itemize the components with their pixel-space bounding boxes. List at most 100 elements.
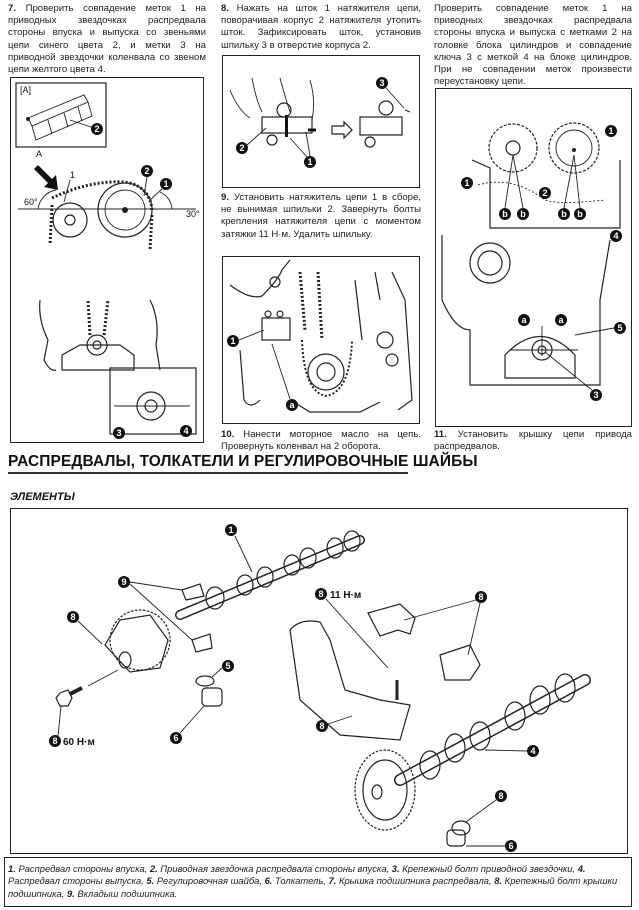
chain-link-detail: [26, 94, 93, 141]
fig7-callout-1: [160, 178, 172, 190]
torque-11-label: 11 Н·м: [330, 590, 361, 601]
bearing-shell-upper: [181, 583, 205, 601]
legend-item: 2. Приводная звездочка распредвала сторо…: [149, 863, 390, 874]
exploded-view-frame: [10, 508, 628, 854]
figure-check-frame: [435, 88, 632, 427]
figure-9-drawing: 1 a: [227, 259, 413, 413]
arrow-a-label: A: [36, 149, 42, 159]
svg-text:4: 4: [613, 231, 618, 241]
exploded-callout-8-caps: [475, 591, 487, 603]
check-callout-3: [590, 389, 602, 401]
svg-text:1: 1: [230, 336, 235, 346]
step-10-body: Нанести моторное масло на цепь. Проверну…: [221, 429, 421, 453]
exhaust-camshaft: [394, 673, 591, 786]
legend-item: 1. Распредвал стороны впуска,: [8, 863, 148, 874]
tensioner-body-locked: [359, 116, 403, 136]
svg-text:1: 1: [464, 178, 469, 188]
figure-8-frame: [222, 55, 420, 188]
legend-item: 6. Толкатель,: [264, 875, 326, 887]
figure-7-drawing: [A] 2 A 1 60° 30° 2 1: [15, 82, 200, 439]
svg-text:2: 2: [542, 188, 547, 198]
hand-outline: [229, 77, 315, 121]
legend-item: 4. Распредвал стороны выпуска,: [8, 863, 586, 887]
tensioner-installed: [261, 317, 291, 341]
figure-8-drawing: 2 1 3: [229, 77, 411, 168]
check-callout-b1: [499, 208, 511, 220]
svg-text:2: 2: [239, 143, 244, 153]
step-11-number: 11.: [434, 429, 447, 440]
step-8-number: 8.: [221, 3, 230, 14]
svg-text:b: b: [502, 209, 508, 219]
exploded-callout-1: [225, 524, 237, 536]
svg-text:b: b: [577, 209, 583, 219]
step-11-body: Установить крышку цепи привода распредва…: [434, 429, 633, 453]
lifter-bottom: [451, 820, 471, 836]
bearing-shell-lower: [191, 633, 213, 653]
svg-text:5: 5: [225, 661, 230, 671]
step-8-text: 8. Нажать на шток 1 натяжителя цепи, пов…: [221, 3, 421, 52]
check-callout-5: [614, 322, 626, 334]
step-check-text: Проверить совпадение меток 1 на приводны…: [434, 3, 632, 88]
check-callout-2: [539, 187, 551, 199]
legend-item: 5. Регулировочная шайба,: [146, 875, 262, 887]
figure-check-drawing: 1 1 2 b b b b 4 a a 5 3: [441, 122, 626, 401]
chain-run: [298, 271, 324, 341]
exhaust-sprocket-gear: [354, 749, 416, 831]
legend-item: 9. Вкладыш подшипника.: [66, 887, 178, 899]
fig8-callout-1: [304, 156, 316, 168]
step-9-number: 9.: [221, 192, 230, 203]
svg-text:5: 5: [617, 323, 622, 333]
section-title: РАСПРЕДВАЛЫ, ТОЛКАТЕЛИ И РЕГУЛИРОВОЧНЫЕ …: [8, 453, 478, 470]
fig7-callout-3: [113, 427, 125, 439]
exploded-callout-6-lifter: [505, 840, 517, 852]
legend-caption: 1. Распредвал стороны впуска, 2. Приводн…: [8, 863, 628, 900]
view-arrow-icon: [34, 165, 58, 190]
legend-frame: [4, 857, 632, 907]
svg-text:9: 9: [121, 577, 126, 587]
exploded-callout-8-housing: [316, 720, 328, 732]
fig7-callout-4: [180, 425, 192, 437]
crank-block: [61, 344, 135, 371]
svg-text:1: 1: [163, 179, 168, 189]
check-callout-b2: [517, 208, 529, 220]
exploded-callout-8-sprocket: [67, 611, 79, 623]
sprocket-bolt: [55, 686, 83, 707]
timing-chain: [51, 180, 154, 211]
step-10-number: 10.: [221, 429, 235, 440]
step-7-text: 7. Проверить совпадение меток 1 на приво…: [8, 3, 206, 76]
oil-pump-housing: [469, 242, 511, 284]
camshaft-housing: [289, 620, 411, 741]
cylinder-head-outline: [471, 159, 621, 229]
step-11-text: 11. Установить крышку цепи привода распр…: [434, 429, 632, 453]
elements-subtitle: ЭЛЕМЕНТЫ: [10, 491, 75, 503]
svg-text:2: 2: [94, 124, 99, 134]
legend-item: 3. Крепежный болт приводной звездочки,: [391, 863, 576, 874]
svg-text:8: 8: [318, 589, 323, 599]
fig8-callout-3: [376, 77, 388, 89]
exhaust-cam-sprocket: [548, 122, 600, 174]
check-callout-b3: [558, 208, 570, 220]
exploded-callout-5: [222, 660, 234, 672]
svg-text:2: 2: [144, 166, 149, 176]
fig9-callout-a: [286, 399, 298, 411]
check-callout-a2: [555, 314, 567, 326]
check-callout-1-left: [461, 177, 473, 189]
exploded-callout-8-lifter: [495, 790, 507, 802]
fig7-callout-2-inset: [91, 123, 103, 135]
arrow-right-icon: [331, 120, 353, 140]
check-callout-4: [610, 230, 622, 242]
step-check-body: Проверить совпадение меток 1 на приводны…: [434, 3, 632, 88]
adjusting-shim: [195, 675, 215, 687]
fig8-callout-2: [236, 142, 248, 154]
svg-text:1: 1: [307, 157, 312, 167]
svg-text:6: 6: [508, 841, 513, 851]
inset-a-box: [15, 82, 107, 148]
svg-text:b: b: [561, 209, 567, 219]
legend-item: 7. Крышка подшипника распредвала,: [328, 875, 492, 887]
section-title-underline: [8, 472, 408, 474]
angle-30-label: 30°: [186, 209, 200, 219]
crank-inset-box: [109, 367, 197, 435]
exploded-callout-8-torque: [315, 588, 327, 600]
cylinder-block-outline: [441, 235, 611, 386]
